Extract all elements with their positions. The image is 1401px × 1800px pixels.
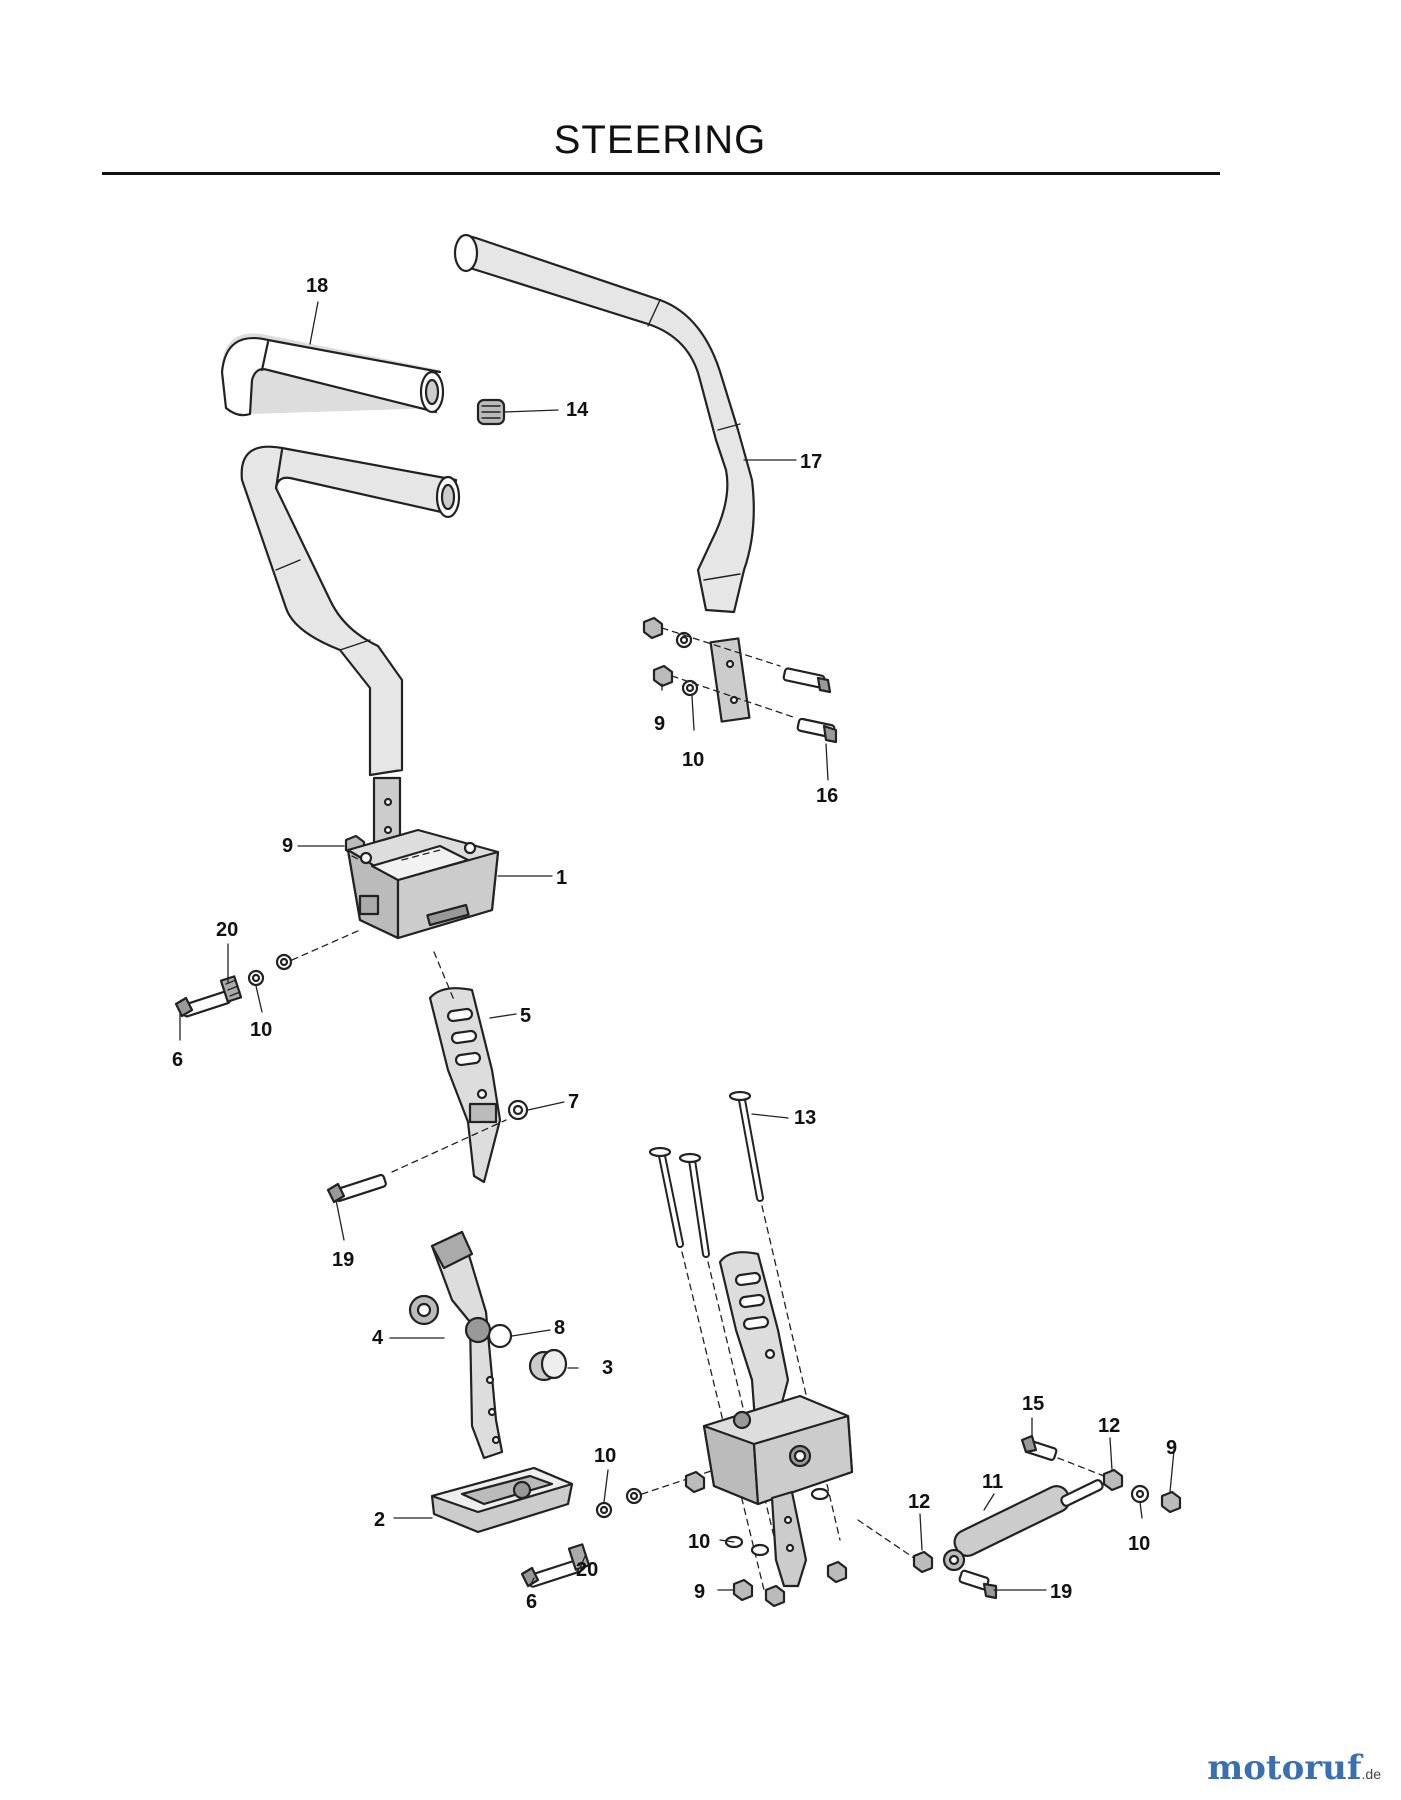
title-divider: [102, 172, 1220, 175]
hardware-right-lower: [684, 1470, 848, 1608]
callout-labels: 18 14 17 9 10 16 9 1 20 10 6 5 7 19 13 8…: [172, 275, 1177, 1613]
watermark-suffix: .de: [1361, 1766, 1381, 1782]
callout-19b: 19: [1050, 1581, 1072, 1603]
bolt-6-upper: [174, 929, 361, 1018]
callout-10c: 10: [594, 1445, 616, 1467]
callout-9: 9: [654, 713, 665, 735]
base-block-2: [430, 1466, 574, 1534]
callout-8: 8: [554, 1317, 565, 1339]
callout-3: 3: [602, 1357, 613, 1379]
lever-arm-4: [408, 1230, 504, 1460]
callout-14: 14: [566, 399, 589, 421]
callout-9d: 9: [694, 1581, 705, 1603]
bolt-19-left: [326, 1119, 507, 1204]
plug-14: [476, 398, 506, 426]
callout-15: 15: [1022, 1393, 1044, 1415]
page-title: STEERING: [553, 118, 767, 162]
right-assembly: [702, 1251, 854, 1588]
callout-4: 4: [372, 1327, 384, 1349]
nut-7: [507, 1099, 529, 1121]
callout-18: 18: [306, 275, 328, 297]
bushing-3: [528, 1348, 568, 1382]
callout-20b: 20: [576, 1559, 598, 1581]
handle-18: [220, 333, 445, 417]
callout-10e: 10: [688, 1531, 710, 1553]
callout-6b: 6: [526, 1591, 537, 1613]
callout-16: 16: [816, 785, 838, 807]
callout-5: 5: [520, 1005, 531, 1027]
callout-20: 20: [216, 919, 238, 941]
leader-lines: [179, 301, 1175, 1591]
watermark-logo: motoruf.de: [1207, 1748, 1381, 1788]
callout-10b: 10: [250, 1019, 272, 1041]
callout-10d: 10: [1128, 1533, 1150, 1555]
callout-11: 11: [982, 1471, 1003, 1493]
callout-19: 19: [332, 1249, 354, 1271]
callout-12b: 12: [908, 1491, 930, 1513]
handle-17: [453, 233, 755, 723]
callout-13: 13: [794, 1107, 816, 1129]
callout-10: 10: [682, 749, 704, 771]
watermark-brand: motoruf: [1207, 1748, 1362, 1788]
callout-12: 12: [1098, 1415, 1120, 1437]
callout-1: 1: [556, 867, 567, 889]
callout-9c: 9: [1166, 1437, 1177, 1459]
bolt-6-lower: [520, 1469, 715, 1588]
slotted-plate-5: [428, 951, 502, 1184]
callout-2: 2: [374, 1509, 385, 1531]
callout-17: 17: [800, 451, 822, 473]
ring-8: [487, 1323, 513, 1349]
handle-18-lower: [240, 445, 461, 852]
gas-strut-11: [857, 1434, 1182, 1600]
callout-6: 6: [172, 1049, 183, 1071]
mount-block-1: [346, 828, 500, 940]
callout-7: 7: [568, 1091, 579, 1113]
hardware-17: [642, 616, 838, 744]
callout-9b: 9: [282, 835, 293, 857]
